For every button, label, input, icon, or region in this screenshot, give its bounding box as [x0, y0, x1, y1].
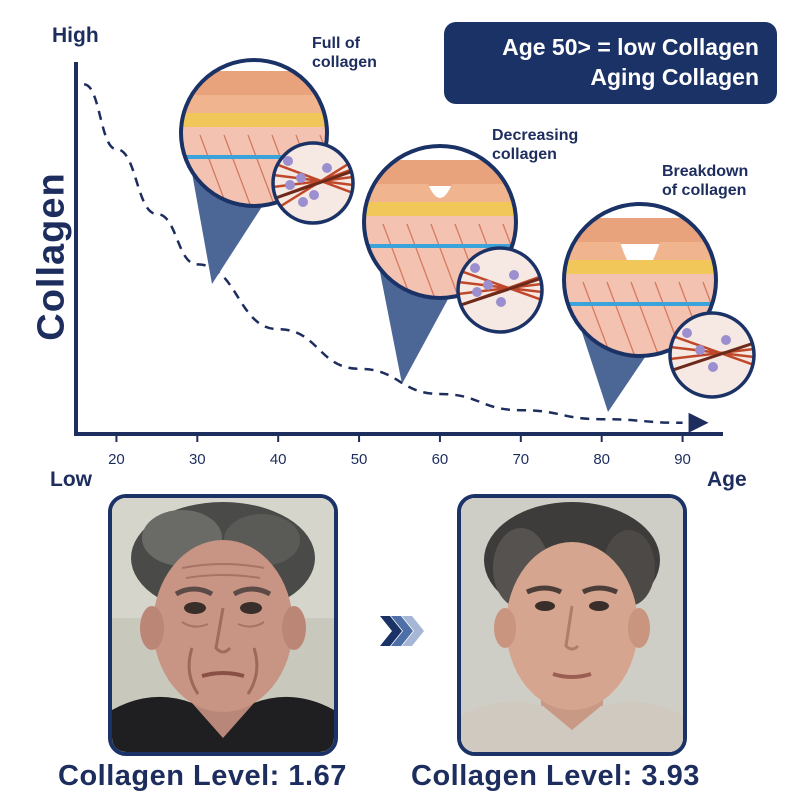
zoom-fiber [458, 268, 542, 302]
zoom-ring [456, 246, 544, 334]
skin-stage-1 [179, 58, 355, 284]
x-tick-label: 30 [189, 451, 206, 468]
x-tick-label: 80 [593, 451, 610, 468]
zoom-fiber-main [273, 169, 353, 201]
collagen-fiber [606, 281, 638, 356]
epidermis-layer [364, 184, 516, 202]
curve-line [83, 83, 683, 425]
collagen-fiber [223, 134, 255, 206]
banner-line-2: Aging Collagen [590, 64, 759, 90]
age-collagen-banner: Age 50> = low Collagen Aging Collagen [444, 22, 777, 104]
before-photo [108, 494, 338, 756]
zoom-fiber [458, 280, 542, 294]
cell-dot [509, 270, 519, 280]
x-tick-label: 20 [108, 451, 125, 468]
x-tick-label: 90 [674, 451, 691, 468]
x-tick-label: 60 [432, 451, 449, 468]
epidermis-layer [564, 242, 716, 273]
zoom-fiber [273, 161, 353, 195]
stage-label-full: Full of collagen [312, 35, 377, 71]
magnifier-ring [179, 58, 329, 208]
y-axis-high-label: High [52, 24, 99, 47]
fat-layer [364, 202, 516, 216]
curve-arrowhead [688, 412, 709, 433]
banner-line-1: Age 50> = low Collagen [502, 34, 759, 60]
stage-label-breakdown: Breakdown of collagen [662, 163, 749, 199]
face-portrait-before [112, 498, 334, 752]
x-tick-label: 70 [512, 451, 529, 468]
face-portrait-after [461, 498, 683, 752]
before-collagen-level: Collagen Level: 1.67 [58, 760, 347, 792]
zoom-fiber-main [670, 341, 754, 373]
cell-dot [322, 163, 332, 173]
zoom-fiber [458, 282, 542, 296]
collagen-fiber [430, 223, 462, 298]
collagen-decline-curve [83, 83, 709, 433]
after-photo [457, 494, 687, 756]
x-axis-ticks: 20 30 40 50 60 70 80 90 [108, 434, 691, 468]
stage-label-decreasing: Decreasing collagen [492, 127, 579, 163]
y-axis-low-label: Low [50, 468, 92, 491]
zoom-fiber [670, 333, 754, 367]
collagen-fiber [702, 281, 716, 356]
skin-stage-3 [562, 202, 756, 412]
blood-vessel [564, 302, 716, 306]
x-axis-title: Age [707, 468, 747, 491]
x-tick-label: 40 [270, 451, 287, 468]
cell-dot [483, 280, 493, 290]
collagen-fiber [630, 281, 662, 356]
magnifier-ring [562, 202, 718, 358]
skin-stage-2 [362, 144, 544, 384]
cell-dot [695, 345, 705, 355]
cell-dot [708, 362, 718, 372]
after-collagen-level: Collagen Level: 3.93 [411, 760, 700, 792]
cell-dot [296, 173, 306, 183]
x-tick-label: 50 [351, 451, 368, 468]
zoom-ring [271, 141, 355, 225]
y-axis-title: Collagen [30, 172, 73, 341]
chevron-right-icon [380, 616, 424, 646]
chart-axes [74, 62, 723, 436]
fat-layer [181, 113, 327, 127]
cell-dot [472, 287, 482, 297]
blood-vessel [364, 244, 516, 248]
cell-dot [283, 156, 293, 166]
cell-dot [496, 297, 506, 307]
collagen-fiber [502, 223, 516, 298]
epidermis-layer [181, 95, 327, 113]
zoom-fiber [670, 345, 754, 359]
blood-vessel [181, 155, 327, 159]
skin-stage-illustrations [179, 58, 756, 412]
zoom-ring [668, 311, 756, 399]
cell-dot [285, 180, 295, 190]
fat-layer [564, 260, 716, 274]
magnifier-ring [362, 144, 518, 300]
cell-dot [470, 263, 480, 273]
cell-dot [309, 190, 319, 200]
cell-dot [721, 335, 731, 345]
cell-dot [682, 328, 692, 338]
zoom-fiber-main [458, 276, 542, 308]
collagen-fiber [406, 223, 438, 298]
zoom-fiber [273, 173, 353, 187]
zoom-fiber [670, 347, 754, 361]
cell-dot [298, 197, 308, 207]
